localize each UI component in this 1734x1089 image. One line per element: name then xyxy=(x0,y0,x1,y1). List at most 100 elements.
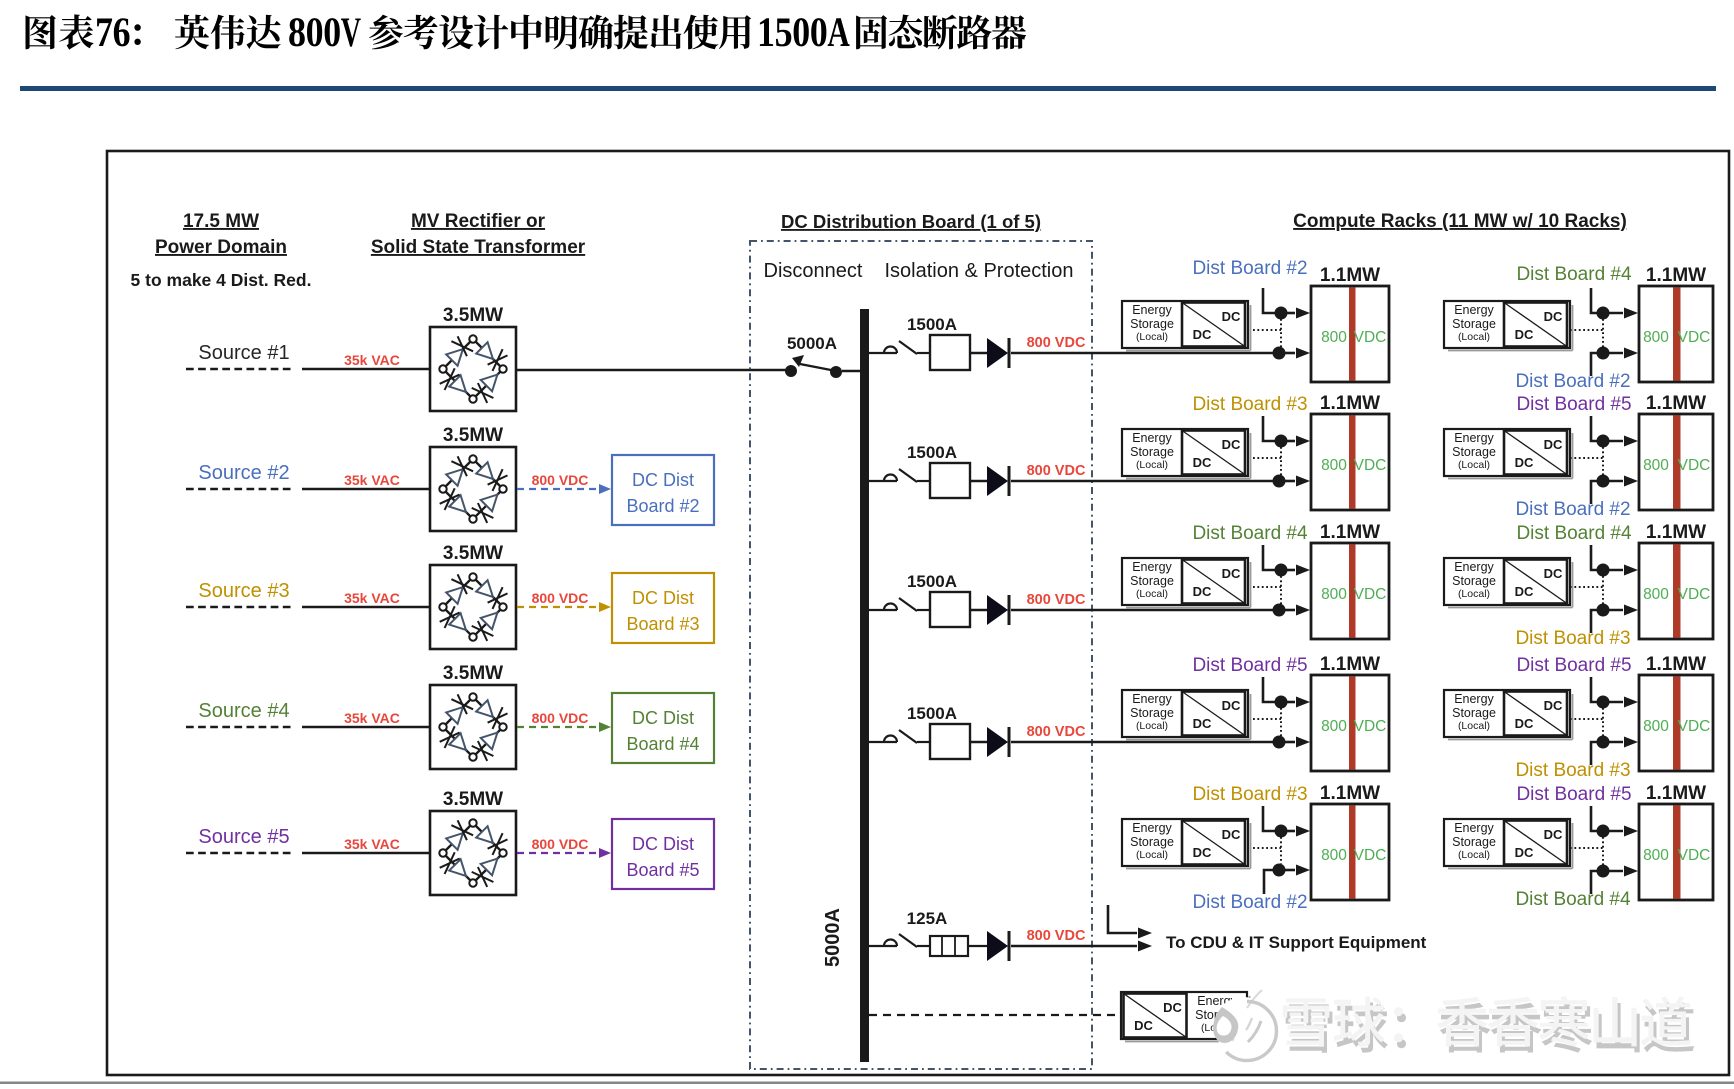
svg-text:1.1MW: 1.1MW xyxy=(1320,522,1380,543)
svg-text:35k VAC: 35k VAC xyxy=(344,590,400,606)
svg-text:VDC: VDC xyxy=(1354,329,1387,346)
svg-text:DC: DC xyxy=(1515,845,1534,860)
svg-text:VDC: VDC xyxy=(1354,586,1387,603)
svg-text:Dist Board #2: Dist Board #2 xyxy=(1515,499,1630,520)
svg-text:Storage: Storage xyxy=(1452,706,1496,720)
svg-text:Solid State Transformer: Solid State Transformer xyxy=(371,237,586,258)
svg-text:Compute Racks (11 MW w/ 10 Rac: Compute Racks (11 MW w/ 10 Racks) xyxy=(1293,211,1627,232)
svg-text:(Local): (Local) xyxy=(1458,720,1490,732)
svg-text:Energy: Energy xyxy=(1454,821,1494,835)
svg-text:800 VDC: 800 VDC xyxy=(532,836,589,852)
svg-text:800 VDC: 800 VDC xyxy=(1027,335,1086,351)
svg-text:Energy: Energy xyxy=(1454,692,1494,706)
svg-text:VDC: VDC xyxy=(1354,847,1387,864)
svg-text:800 VDC: 800 VDC xyxy=(532,472,589,488)
svg-text:DC: DC xyxy=(1544,566,1563,581)
svg-text:Source #5: Source #5 xyxy=(198,826,289,848)
svg-text:3.5MW: 3.5MW xyxy=(443,663,503,684)
svg-text:800: 800 xyxy=(1321,329,1347,346)
svg-text:(Local): (Local) xyxy=(1136,849,1168,861)
svg-text:800: 800 xyxy=(1643,847,1669,864)
svg-text:800 VDC: 800 VDC xyxy=(1027,724,1086,740)
svg-text:VDC: VDC xyxy=(1678,718,1711,735)
svg-text:DC: DC xyxy=(1193,716,1212,731)
svg-text:Dist Board #3: Dist Board #3 xyxy=(1515,628,1630,649)
svg-text:DC: DC xyxy=(1515,327,1534,342)
svg-text:DC: DC xyxy=(1544,698,1563,713)
svg-text:Source #2: Source #2 xyxy=(198,462,289,484)
svg-text:3.5MW: 3.5MW xyxy=(443,789,503,810)
svg-text:(Local): (Local) xyxy=(1136,720,1168,732)
svg-text:125A: 125A xyxy=(907,909,948,928)
svg-text:35k VAC: 35k VAC xyxy=(344,836,400,852)
svg-text:DC: DC xyxy=(1163,1000,1182,1015)
svg-text:1500A: 1500A xyxy=(907,315,957,334)
svg-text:Source #3: Source #3 xyxy=(198,580,289,602)
svg-text:800 VDC: 800 VDC xyxy=(532,710,589,726)
svg-text:Storage: Storage xyxy=(1130,706,1174,720)
svg-text:800 VDC: 800 VDC xyxy=(1027,928,1086,944)
svg-text:Dist Board #2: Dist Board #2 xyxy=(1515,371,1630,392)
svg-text:800: 800 xyxy=(1643,718,1669,735)
svg-text:DC: DC xyxy=(1222,698,1241,713)
svg-text:DC: DC xyxy=(1515,584,1534,599)
svg-text:1.1MW: 1.1MW xyxy=(1646,393,1706,414)
svg-text:Dist Board #5: Dist Board #5 xyxy=(1192,655,1307,676)
svg-text:Energy: Energy xyxy=(1454,560,1494,574)
svg-text:800: 800 xyxy=(1321,847,1347,864)
svg-text:1.1MW: 1.1MW xyxy=(1320,654,1380,675)
svg-text:DC: DC xyxy=(1222,309,1241,324)
svg-text:35k VAC: 35k VAC xyxy=(344,472,400,488)
svg-text:DC: DC xyxy=(1222,566,1241,581)
svg-text:Board #2: Board #2 xyxy=(626,496,699,516)
svg-text:MV Rectifier or: MV Rectifier or xyxy=(411,211,546,232)
svg-text:Dist Board #2: Dist Board #2 xyxy=(1192,892,1307,913)
svg-text:DC Distribution Board (1 of 5): DC Distribution Board (1 of 5) xyxy=(781,211,1041,232)
svg-text:DC: DC xyxy=(1193,584,1212,599)
svg-text:(Local): (Local) xyxy=(1458,331,1490,343)
svg-text:VDC: VDC xyxy=(1354,457,1387,474)
svg-text:1.1MW: 1.1MW xyxy=(1646,654,1706,675)
svg-text:Dist Board #3: Dist Board #3 xyxy=(1192,394,1307,415)
svg-text:Energy: Energy xyxy=(1132,303,1172,317)
svg-text:DC: DC xyxy=(1222,437,1241,452)
svg-text:DC: DC xyxy=(1515,716,1534,731)
svg-text:Dist Board #4: Dist Board #4 xyxy=(1515,889,1631,910)
svg-text:Storage: Storage xyxy=(1452,835,1496,849)
svg-text:Storage: Storage xyxy=(1452,317,1496,331)
svg-text:VDC: VDC xyxy=(1354,718,1387,735)
svg-text:35k VAC: 35k VAC xyxy=(344,710,400,726)
svg-text:DC: DC xyxy=(1544,827,1563,842)
svg-text:800: 800 xyxy=(1643,329,1669,346)
svg-text:800: 800 xyxy=(1643,586,1669,603)
svg-text:1.1MW: 1.1MW xyxy=(1320,393,1380,414)
svg-text:Dist Board #3: Dist Board #3 xyxy=(1192,784,1307,805)
svg-text:Dist Board #4: Dist Board #4 xyxy=(1516,523,1632,544)
svg-text:(Local): (Local) xyxy=(1136,588,1168,600)
svg-text:800: 800 xyxy=(1643,457,1669,474)
svg-text:DC: DC xyxy=(1544,437,1563,452)
svg-text:Storage: Storage xyxy=(1130,835,1174,849)
svg-text:DC Dist: DC Dist xyxy=(632,708,694,728)
svg-text:Dist Board #4: Dist Board #4 xyxy=(1516,264,1632,285)
svg-text:Energy: Energy xyxy=(1454,431,1494,445)
svg-text:800 VDC: 800 VDC xyxy=(1027,463,1086,479)
svg-text:Dist Board #5: Dist Board #5 xyxy=(1516,655,1631,676)
svg-text:DC Dist: DC Dist xyxy=(632,588,694,608)
svg-text:DC: DC xyxy=(1544,309,1563,324)
svg-text:Storage: Storage xyxy=(1130,445,1174,459)
svg-text:800 VDC: 800 VDC xyxy=(1027,592,1086,608)
svg-text:DC: DC xyxy=(1193,327,1212,342)
svg-text:3.5MW: 3.5MW xyxy=(443,543,503,564)
svg-text:Disconnect: Disconnect xyxy=(764,260,863,282)
svg-text:Board #4: Board #4 xyxy=(626,734,699,754)
svg-text:3.5MW: 3.5MW xyxy=(443,425,503,446)
svg-text:Energy: Energy xyxy=(1132,431,1172,445)
svg-text:DC: DC xyxy=(1222,827,1241,842)
svg-text:800: 800 xyxy=(1321,718,1347,735)
svg-text:Energy: Energy xyxy=(1132,692,1172,706)
svg-text:DC: DC xyxy=(1134,1018,1153,1033)
svg-text:Dist Board #3: Dist Board #3 xyxy=(1515,760,1630,781)
svg-text:Source #4: Source #4 xyxy=(198,700,289,722)
svg-text:1.1MW: 1.1MW xyxy=(1646,783,1706,804)
